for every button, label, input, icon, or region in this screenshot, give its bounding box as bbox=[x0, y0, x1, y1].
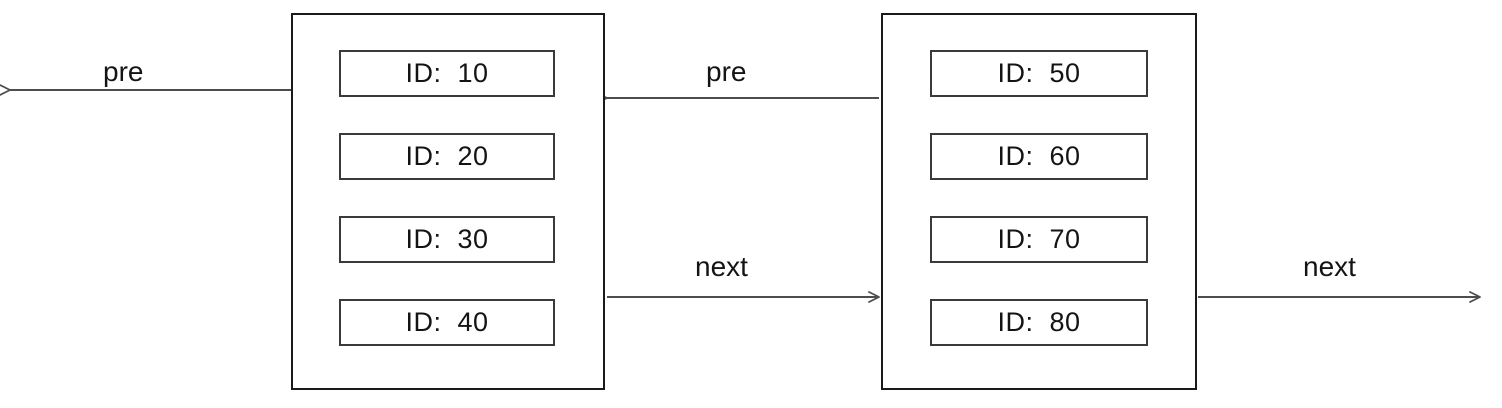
id-slot-label: ID: 70 bbox=[997, 224, 1081, 254]
id-slot-label: ID: 10 bbox=[405, 58, 489, 88]
edge-next-middle-label: next bbox=[695, 251, 748, 282]
id-slot: ID: 60 bbox=[930, 133, 1148, 180]
id-slot-label: ID: 80 bbox=[997, 307, 1081, 337]
id-slot-label: ID: 50 bbox=[997, 58, 1081, 88]
id-slot-label: ID: 60 bbox=[997, 141, 1081, 171]
id-slot: ID: 40 bbox=[339, 299, 555, 346]
edge-next-right-label: next bbox=[1303, 251, 1356, 282]
id-slot: ID: 70 bbox=[930, 216, 1148, 263]
id-slot-label: ID: 40 bbox=[405, 307, 489, 337]
id-slot: ID: 10 bbox=[339, 50, 555, 97]
id-slot-label: ID: 20 bbox=[405, 141, 489, 171]
id-slot: ID: 30 bbox=[339, 216, 555, 263]
id-slot-label: ID: 30 bbox=[405, 224, 489, 254]
edge-pre-left-label: pre bbox=[103, 56, 144, 87]
edge-lines bbox=[0, 84, 1481, 303]
id-slot: ID: 20 bbox=[339, 133, 555, 180]
edge-pre-middle-label: pre bbox=[706, 56, 747, 87]
id-slot: ID: 50 bbox=[930, 50, 1148, 97]
id-slot: ID: 80 bbox=[930, 299, 1148, 346]
